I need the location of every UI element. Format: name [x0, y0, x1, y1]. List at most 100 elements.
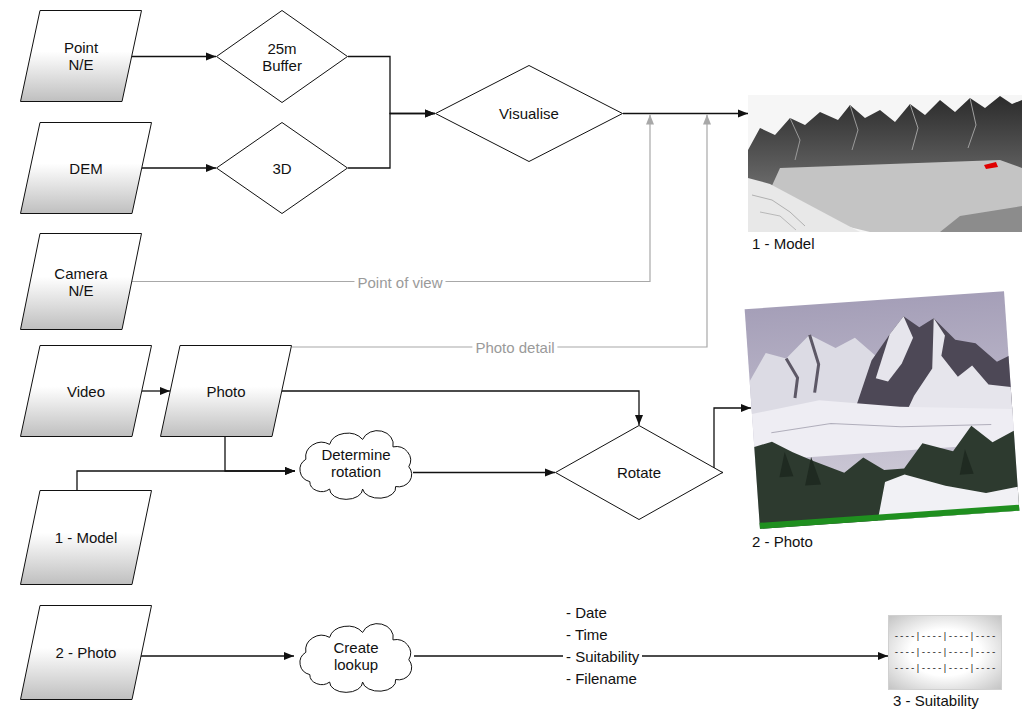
- parallelogram-shape: [21, 234, 142, 330]
- render-ridge: [850, 105, 858, 150]
- text-block: 25m Buffer: [251, 40, 313, 74]
- cloud-shape: [300, 624, 412, 693]
- label-holder: - Time: [563, 626, 611, 643]
- node-label: DEM: [46, 160, 126, 177]
- process-diamond: Rotate: [555, 425, 723, 520]
- process-diamond: Visualise: [435, 65, 623, 162]
- output-field: - Filename: [563, 670, 640, 687]
- output-field: - Time: [563, 626, 611, 643]
- label-holder: - Filename: [563, 670, 640, 687]
- text-holder: 2 - Photo: [20, 605, 152, 700]
- text-holder: 3D: [216, 122, 348, 214]
- output-field: - Date: [563, 604, 610, 621]
- text-holder: Create lookup: [290, 625, 422, 687]
- node-label: Camera N/E: [50, 265, 112, 299]
- image-caption: 2 - Photo: [752, 533, 813, 550]
- output-image: 1 - Model: [748, 95, 1022, 232]
- render-ridge: [968, 98, 976, 148]
- label-holder: - Date: [563, 604, 610, 621]
- node-label: Determine rotation: [316, 446, 396, 480]
- text-block: Video: [46, 383, 126, 400]
- connector: [413, 472, 555, 473]
- node-label: 3D: [251, 160, 313, 177]
- photo-snow: [872, 316, 916, 383]
- connector: [141, 655, 294, 656]
- input-parallelogram: Point N/E: [20, 10, 142, 102]
- connector: [77, 471, 295, 490]
- render-foreground: [940, 206, 1022, 232]
- text-block: Rotate: [599, 464, 679, 481]
- connector: [282, 391, 639, 425]
- render-shading: [760, 212, 796, 230]
- text-block: Photo: [186, 383, 266, 400]
- text-holder: 1 - Model: [20, 490, 152, 585]
- photo-bar: [760, 505, 1020, 529]
- photo-trees: [754, 423, 1020, 529]
- process-cloud: Determine rotation: [290, 432, 422, 494]
- diamond-shape: [217, 123, 348, 214]
- process-cloud: Create lookup: [290, 625, 422, 687]
- node-label: 25m Buffer: [251, 40, 313, 74]
- text-holder: 25m Buffer: [216, 10, 348, 103]
- node-label: 2 - Photo: [46, 644, 126, 661]
- output-image: 2 - Photo: [748, 290, 1022, 530]
- input-parallelogram: DEM: [20, 122, 152, 214]
- process-diamond: 25m Buffer: [216, 10, 348, 103]
- image-caption: 3 - Suitability: [893, 692, 979, 709]
- photo-tree: [958, 449, 974, 475]
- parallelogram-shape: [21, 491, 152, 585]
- text-holder: Camera N/E: [20, 233, 142, 330]
- connector: [714, 408, 751, 473]
- text-holder: Point N/E: [20, 10, 142, 102]
- connector: [132, 56, 216, 57]
- node-label: Rotate: [599, 464, 679, 481]
- parallelogram-shape: [21, 606, 152, 700]
- point-marker: [984, 162, 998, 169]
- text-block: 1 - Model: [46, 529, 126, 546]
- render-shading: [752, 195, 805, 226]
- connector: [142, 167, 216, 168]
- text-holder: Visualise: [435, 65, 623, 162]
- input-parallelogram: 1 - Model: [20, 490, 152, 585]
- label-holder: - Suitability: [563, 648, 642, 665]
- text-holder: ----|----|----|--------|----|----|------…: [889, 616, 1001, 689]
- photo-sky: [745, 291, 1020, 529]
- node-label: Visualise: [484, 105, 574, 122]
- text-holder: DEM: [20, 122, 152, 214]
- text-holder: Rotate: [555, 425, 723, 520]
- input-parallelogram: 2 - Photo: [20, 605, 152, 700]
- render-ridge: [910, 104, 918, 150]
- input-parallelogram: Photo: [160, 345, 292, 437]
- photo-rock: [810, 334, 821, 392]
- text-holder: Photo: [160, 345, 292, 437]
- node-label: Point N/E: [55, 39, 107, 73]
- node-label: Video: [46, 383, 126, 400]
- cloud-shape: [300, 431, 412, 500]
- connector: [142, 390, 170, 391]
- photo-rock: [786, 358, 799, 399]
- connector: [225, 437, 295, 471]
- connector: [623, 113, 748, 114]
- node-label: Create lookup: [316, 639, 396, 673]
- text-block: Create lookup: [316, 639, 396, 673]
- caption-holder: 2 - Photo: [752, 533, 813, 550]
- image-caption: 1 - Model: [752, 235, 815, 252]
- diamond-shape: [436, 66, 623, 162]
- text-block: Camera N/E: [50, 265, 112, 299]
- caption-holder: 1 - Model: [752, 235, 815, 252]
- render-foreground: [748, 178, 860, 232]
- connector-label: Photo detail: [472, 339, 557, 356]
- text-block: ----|----|----|--------|----|----|------…: [894, 629, 997, 677]
- table-row: ----|----|----|----: [894, 645, 997, 661]
- table-row: ----|----|----|----: [894, 661, 997, 677]
- text-block: 2 - Photo: [46, 644, 126, 661]
- photo-tree: [778, 451, 794, 477]
- connector-label-holder: Photo detail: [472, 339, 557, 356]
- table-row: ----|----|----|----: [894, 629, 997, 645]
- node-label: Photo: [186, 383, 266, 400]
- photo-tree: [803, 457, 821, 486]
- input-parallelogram: Video: [20, 345, 152, 437]
- connector: [348, 114, 435, 169]
- text-block: Visualise: [484, 105, 574, 122]
